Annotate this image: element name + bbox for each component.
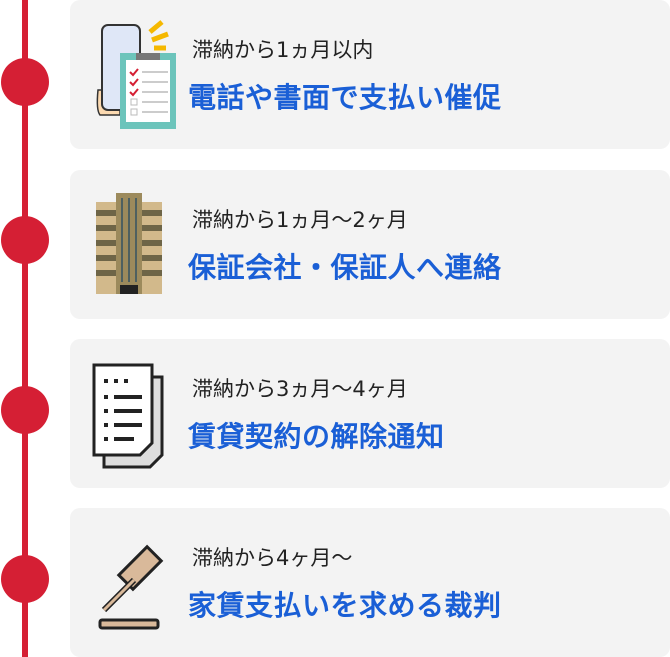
step-period: 滞納から4ヶ月〜	[192, 546, 353, 570]
step-action: 賃貸契約の解除通知	[188, 420, 445, 453]
timeline-line	[22, 0, 28, 657]
document-icon	[90, 359, 190, 469]
step-action: 家賃支払いを求める裁判	[188, 589, 502, 622]
building-icon	[90, 190, 190, 300]
timeline-dot	[1, 216, 49, 264]
gavel-icon	[90, 528, 190, 638]
step-action: 保証会社・保証人へ連絡	[188, 251, 502, 284]
step-period: 滞納から1ヵ月〜2ヶ月	[192, 208, 408, 232]
step-period: 滞納から3ヵ月〜4ヶ月	[192, 377, 408, 401]
phone-clipboard-icon	[90, 20, 190, 130]
timeline-dot	[1, 58, 49, 106]
timeline-dot	[1, 386, 49, 434]
step-card: 滞納から4ヶ月〜 家賃支払いを求める裁判	[70, 508, 670, 657]
step-card: 滞納から1ヵ月〜2ヶ月 保証会社・保証人へ連絡	[70, 170, 670, 319]
step-period: 滞納から1ヵ月以内	[192, 38, 374, 62]
timeline-dot	[1, 555, 49, 603]
step-action: 電話や書面で支払い催促	[188, 81, 502, 114]
step-card: 滞納から1ヵ月以内 電話や書面で支払い催促	[70, 0, 670, 149]
step-card: 滞納から3ヵ月〜4ヶ月 賃貸契約の解除通知	[70, 339, 670, 488]
